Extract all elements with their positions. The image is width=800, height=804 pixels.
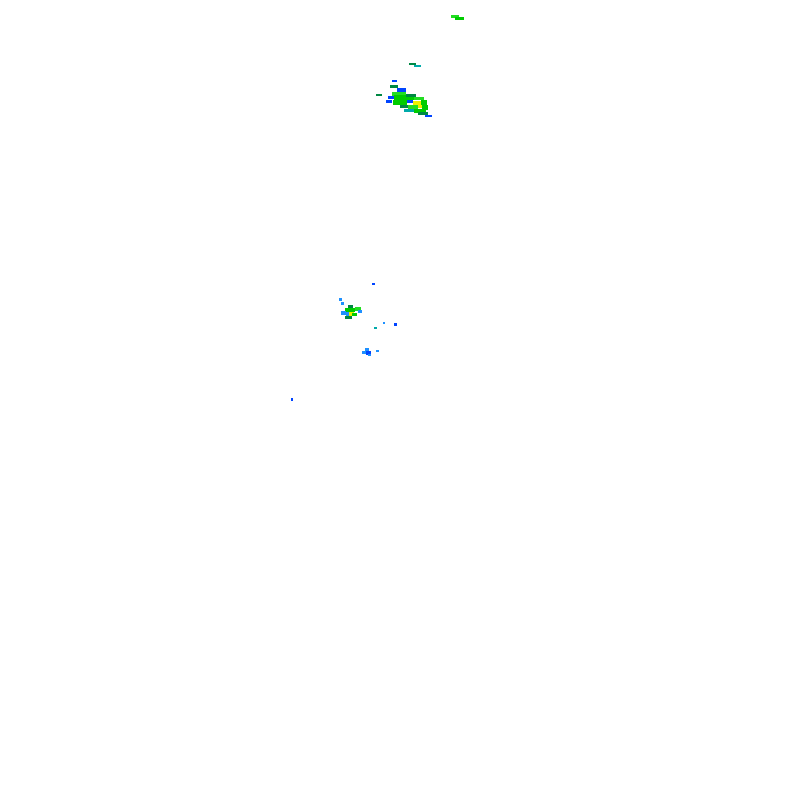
echo-cell-north-streak [409,63,421,67]
echo-cell-north-small [451,15,464,20]
echo-cell-central-scatter [372,283,397,329]
echo-cell-north-main [376,80,432,117]
echo-cell-central-cluster [339,298,362,319]
echo-cell-isolated-speck [291,398,293,401]
echo-cell-south-cluster [362,348,379,356]
